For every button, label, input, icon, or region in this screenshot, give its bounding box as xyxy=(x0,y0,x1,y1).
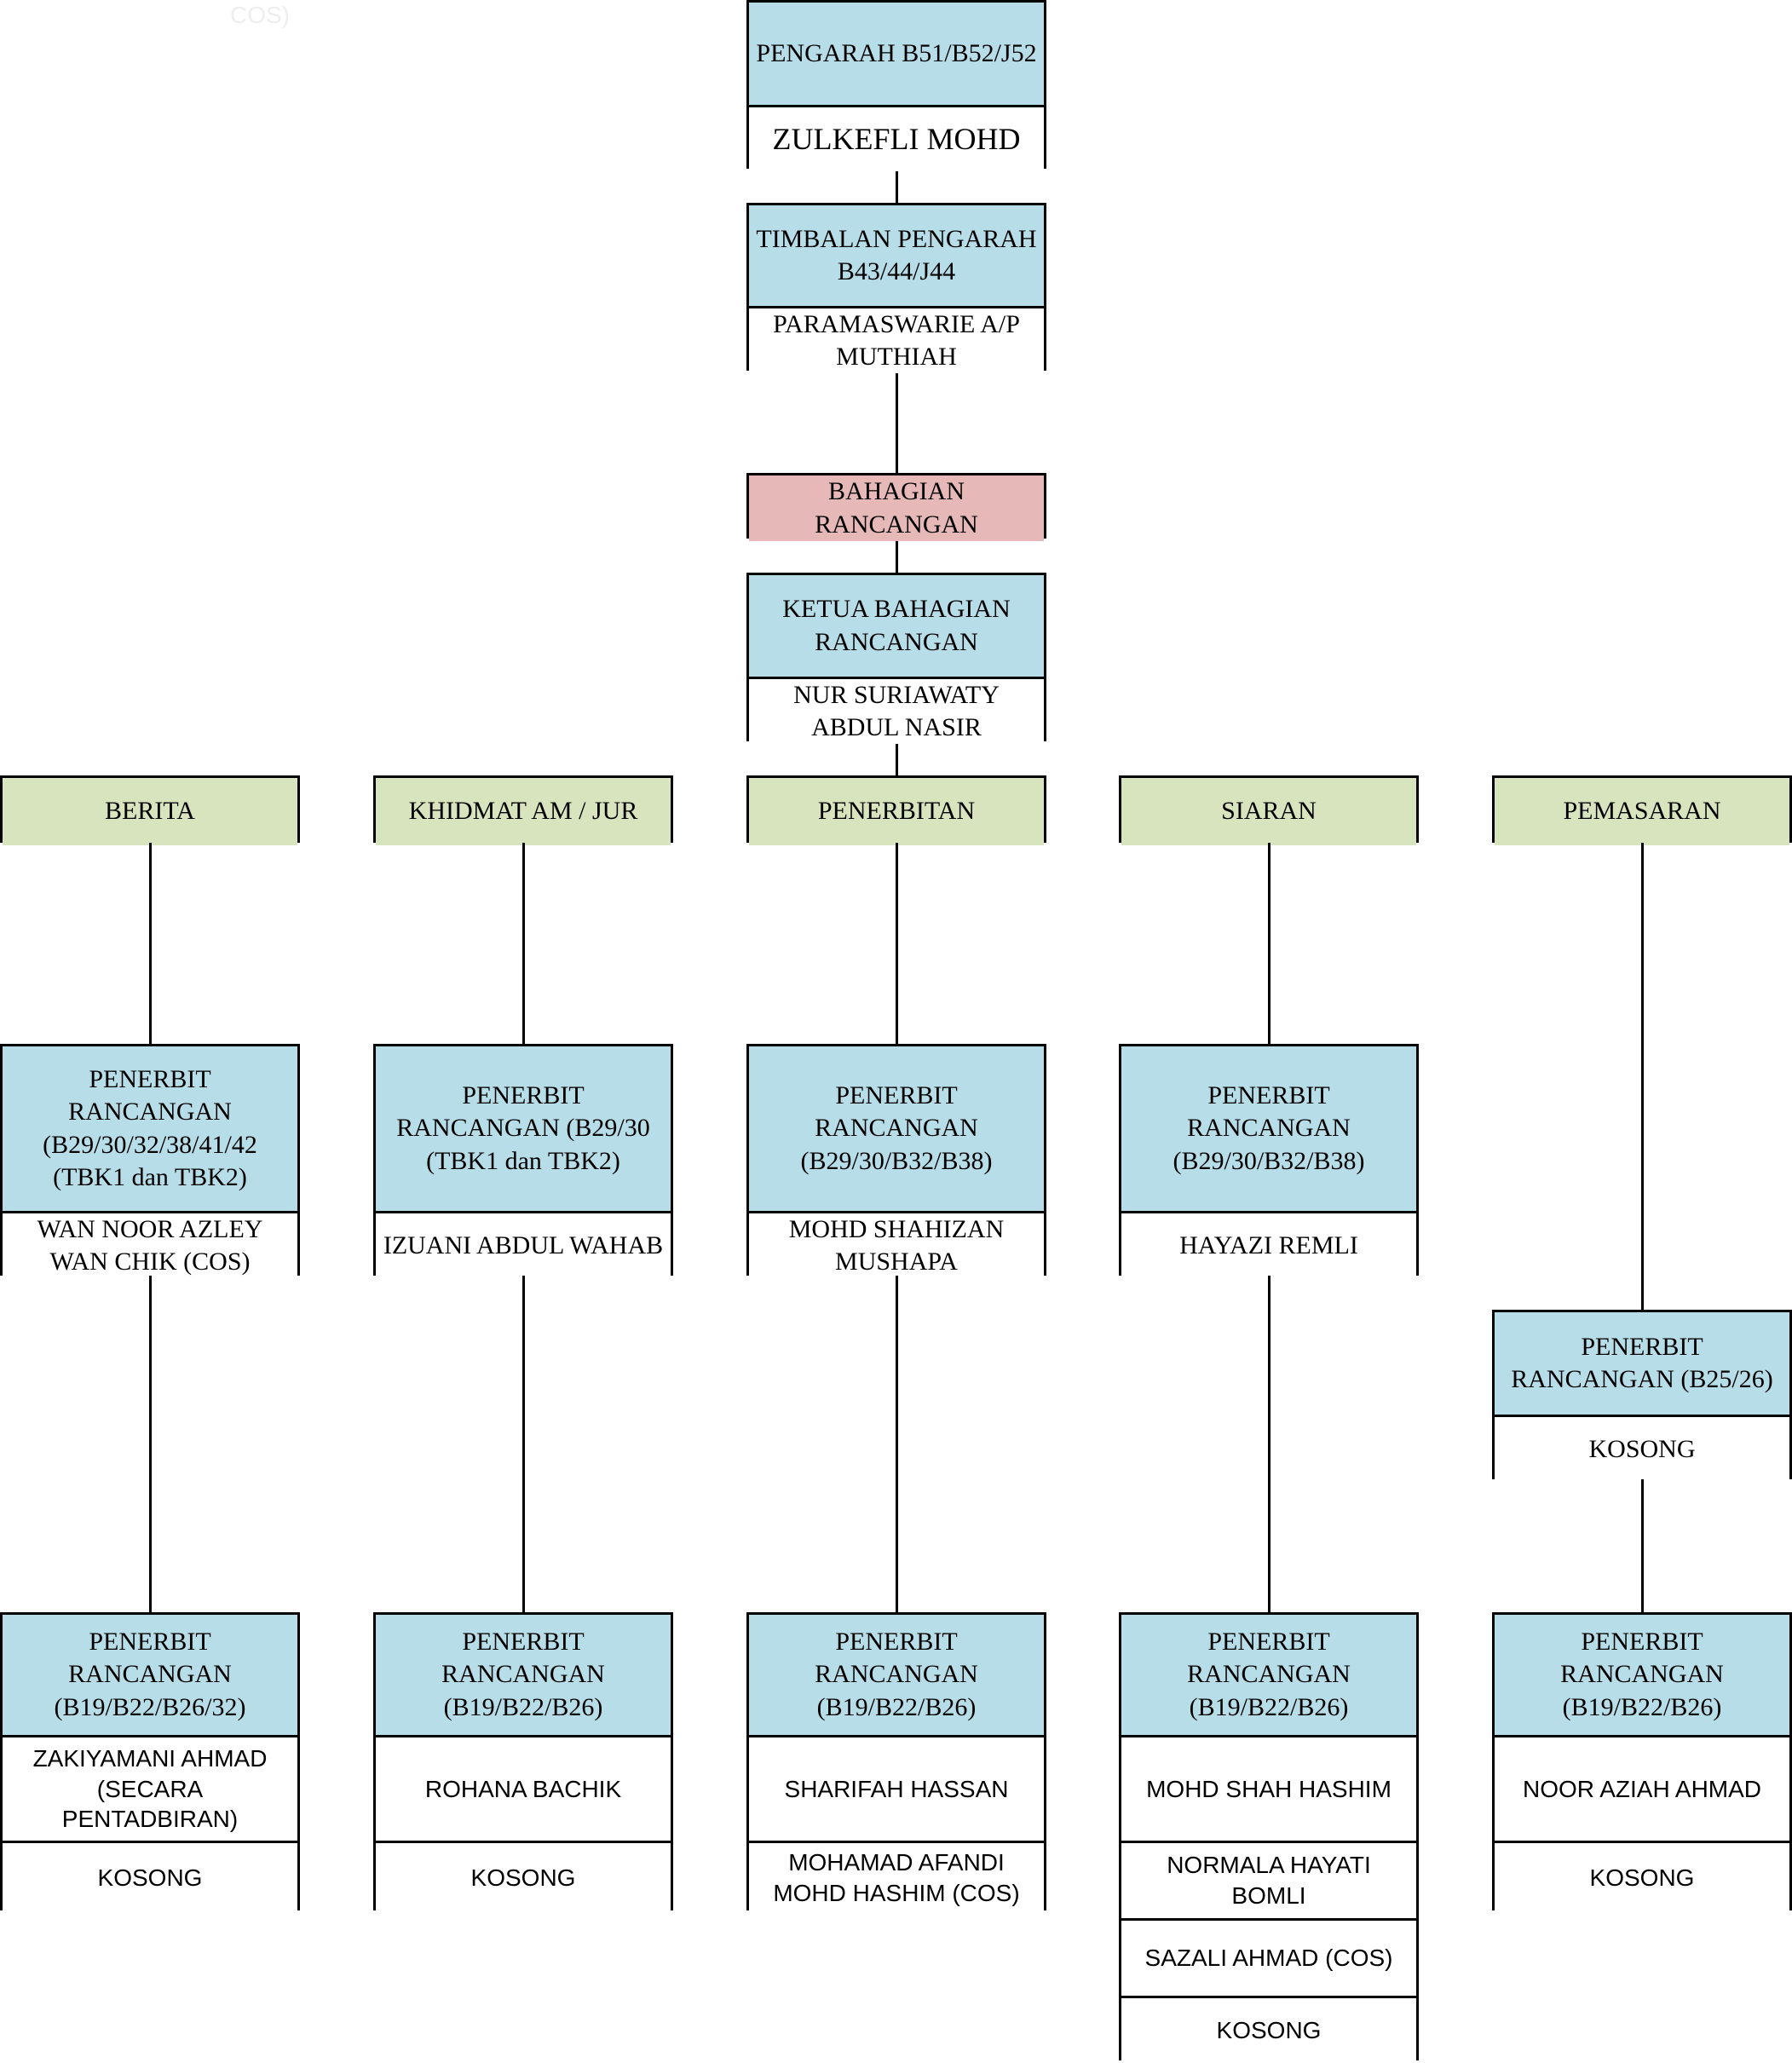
junior-producer-box: PENERBIT RANCANGAN (B19/B22/B26/32)ZAKIY… xyxy=(0,1612,300,1913)
connector-line xyxy=(896,741,898,775)
connector-line xyxy=(896,843,898,1044)
unit-header-2: PENERBITAN xyxy=(746,775,1046,845)
division-box: BAHAGIAN RANCANGAN xyxy=(746,473,1046,541)
connector-line xyxy=(896,169,898,203)
senior-producer-box: PENERBIT RANCANGAN (B29/30/B32/B38)MOHD … xyxy=(746,1044,1046,1278)
connector-line xyxy=(1268,1276,1271,1612)
connector-line xyxy=(1641,1479,1644,1612)
senior-producer-box: PENERBIT RANCANGAN (B29/30/B32/B38)HAYAZ… xyxy=(1119,1044,1419,1278)
faded-text: COS) xyxy=(230,2,290,28)
junior-producer-name: KOSONG xyxy=(1121,1996,1416,2063)
senior-producer-name: WAN NOOR AZLEY WAN CHIK (COS) xyxy=(3,1211,297,1278)
director-name: ZULKEFLI MOHD xyxy=(749,105,1044,171)
junior-producer-name: NORMALA HAYATI BOMLI xyxy=(1121,1841,1416,1918)
connector-line xyxy=(896,1276,898,1612)
senior-producer-title: PENERBIT RANCANGAN (B29/30/B32/B38) xyxy=(749,1046,1044,1211)
director-title: PENGARAH B51/B52/J52 xyxy=(749,3,1044,105)
junior-producer-name: SAZALI AHMAD (COS) xyxy=(1121,1918,1416,1996)
connector-line xyxy=(896,371,898,473)
connector-line xyxy=(1268,843,1271,1044)
junior-producer-box: PENERBIT RANCANGAN (B19/B22/B26)NOOR AZI… xyxy=(1492,1612,1792,1913)
senior-producer-title: PENERBIT RANCANGAN (B29/30/B32/B38) xyxy=(1121,1046,1416,1211)
junior-producer-name: ZAKIYAMANI AHMAD (SECARA PENTADBIRAN) xyxy=(3,1735,297,1841)
junior-producer-box: PENERBIT RANCANGAN (B19/B22/B26)ROHANA B… xyxy=(373,1612,673,1913)
unit-header-label: SIARAN xyxy=(1121,778,1416,845)
senior-producer-name: IZUANI ABDUL WAHAB xyxy=(376,1211,671,1278)
junior-producer-title: PENERBIT RANCANGAN (B19/B22/B26) xyxy=(376,1615,671,1735)
division-head-name: NUR SURIAWATY ABDUL NASIR xyxy=(749,677,1044,744)
senior-producer-title: PENERBIT RANCANGAN (B25/26) xyxy=(1495,1312,1789,1415)
deputy-name: PARAMASWARIE A/P MUTHIAH xyxy=(749,306,1044,373)
junior-producer-title: PENERBIT RANCANGAN (B19/B22/B26) xyxy=(1121,1615,1416,1735)
junior-producer-title: PENERBIT RANCANGAN (B19/B22/B26) xyxy=(749,1615,1044,1735)
unit-header-4: PEMASARAN xyxy=(1492,775,1792,845)
deputy-title: TIMBALAN PENGARAH B43/44/J44 xyxy=(749,205,1044,306)
junior-producer-name: SHARIFAH HASSAN xyxy=(749,1735,1044,1841)
division-title: BAHAGIAN RANCANGAN xyxy=(749,475,1044,541)
junior-producer-name: KOSONG xyxy=(1495,1841,1789,1913)
senior-producer-title: PENERBIT RANCANGAN (B29/30 (TBK1 dan TBK… xyxy=(376,1046,671,1211)
unit-header-label: PEMASARAN xyxy=(1495,778,1789,845)
connector-line xyxy=(522,1276,525,1612)
senior-producer-box: PENERBIT RANCANGAN (B29/30 (TBK1 dan TBK… xyxy=(373,1044,673,1278)
unit-header-3: SIARAN xyxy=(1119,775,1419,845)
unit-header-label: KHIDMAT AM / JUR xyxy=(376,778,671,845)
division-head-title: KETUA BAHAGIAN RANCANGAN xyxy=(749,575,1044,677)
junior-producer-box: PENERBIT RANCANGAN (B19/B22/B26)MOHD SHA… xyxy=(1119,1612,1419,2063)
unit-header-1: KHIDMAT AM / JUR xyxy=(373,775,673,845)
unit-header-0: BERITA xyxy=(0,775,300,845)
junior-producer-name: KOSONG xyxy=(376,1841,671,1913)
junior-producer-name: NOOR AZIAH AHMAD xyxy=(1495,1735,1789,1841)
junior-producer-box: PENERBIT RANCANGAN (B19/B22/B26)SHARIFAH… xyxy=(746,1612,1046,1913)
senior-producer-name: HAYAZI REMLI xyxy=(1121,1211,1416,1278)
junior-producer-name: KOSONG xyxy=(3,1841,297,1913)
connector-line xyxy=(522,843,525,1044)
connector-line xyxy=(896,539,898,573)
unit-header-label: BERITA xyxy=(3,778,297,845)
junior-producer-name: MOHD SHAH HASHIM xyxy=(1121,1735,1416,1841)
connector-line xyxy=(149,1276,152,1612)
senior-producer-box: PENERBIT RANCANGAN (B25/26)KOSONG xyxy=(1492,1310,1792,1482)
junior-producer-title: PENERBIT RANCANGAN (B19/B22/B26) xyxy=(1495,1615,1789,1735)
senior-producer-box: PENERBIT RANCANGAN (B29/30/32/38/41/42 (… xyxy=(0,1044,300,1278)
junior-producer-title: PENERBIT RANCANGAN (B19/B22/B26/32) xyxy=(3,1615,297,1735)
senior-producer-title: PENERBIT RANCANGAN (B29/30/32/38/41/42 (… xyxy=(3,1046,297,1211)
junior-producer-name: MOHAMAD AFANDI MOHD HASHIM (COS) xyxy=(749,1841,1044,1913)
senior-producer-name: MOHD SHAHIZAN MUSHAPA xyxy=(749,1211,1044,1278)
senior-producer-name: KOSONG xyxy=(1495,1415,1789,1482)
connector-line xyxy=(149,843,152,1044)
connector-line xyxy=(1641,843,1644,1310)
unit-header-label: PENERBITAN xyxy=(749,778,1044,845)
junior-producer-name: ROHANA BACHIK xyxy=(376,1735,671,1841)
